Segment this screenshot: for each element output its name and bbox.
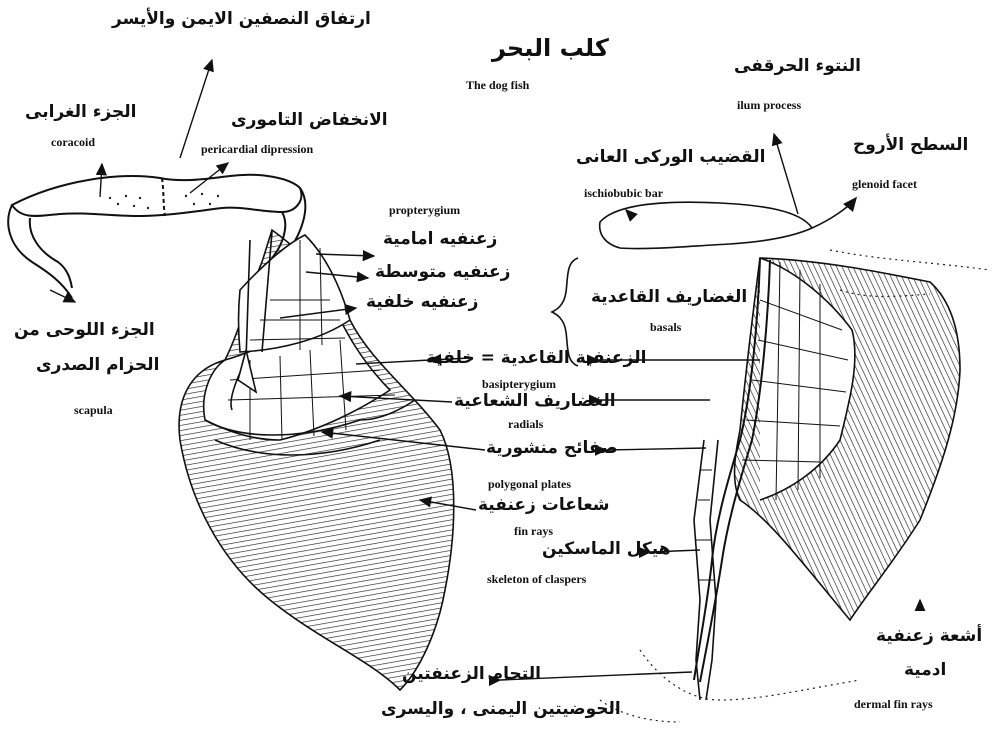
- label-coracoid-en: coracoid: [51, 136, 95, 148]
- leader-propterygium: [316, 254, 374, 256]
- label-claspers-ar: هيكل الماسكين: [542, 541, 671, 558]
- label-basals-en: basals: [650, 321, 681, 333]
- label-dermal-ar-line2: ادمية: [904, 662, 946, 679]
- label-symphysis-ar: ارتفاق النصفين الايمن والأيسر: [112, 11, 371, 28]
- label-scapula-en: scapula: [74, 404, 113, 416]
- label-pericardial-en: pericardial dipression: [201, 143, 313, 155]
- label-mesopterygium-ar: زعنفيه متوسطة: [375, 264, 510, 281]
- label-finrays-ar: شعاعات زعنفية: [478, 497, 610, 514]
- label-ischiopubic-en: ischiobubic bar: [584, 187, 663, 199]
- label-coracoid-ar: الجزء الغرابى: [25, 104, 136, 121]
- leader-ilium: [774, 134, 798, 214]
- label-propterygium-ar: زعنفيه امامية: [383, 231, 497, 248]
- label-propterygium-en: propterygium: [389, 204, 460, 216]
- label-finrays-en: fin rays: [514, 525, 553, 537]
- label-dermal-en: dermal fin rays: [854, 698, 933, 710]
- label-ischiopubic-ar: القضيب الوركى العانى: [576, 149, 765, 166]
- label-scapula-ar-line1: الجزء اللوحى من: [14, 322, 155, 339]
- label-basipterygium-en: basipterygium: [482, 378, 556, 390]
- label-basals-ar: الغضاريف القاعدية: [591, 289, 747, 306]
- label-claspers-en: skeleton of claspers: [487, 573, 586, 585]
- label-radials-en: radials: [508, 418, 543, 430]
- label-polygonal-en: polygonal plates: [488, 478, 571, 490]
- label-glenoid-en: glenoid facet: [852, 178, 917, 190]
- label-glenoid-ar: السطح الأروح: [853, 137, 968, 154]
- label-ilium-en: ilum process: [737, 99, 801, 111]
- label-metapterygium-ar: زعنفيه خلفية: [366, 294, 478, 311]
- label-polygonal-ar: صفائح منشورية: [486, 440, 618, 457]
- label-scapula-ar-line2: الحزام الصدرى: [36, 357, 159, 374]
- leader-polygonal-right: [606, 448, 706, 450]
- label-pericardial-ar: الانخفاض التامورى: [231, 112, 388, 129]
- title-arabic: كلب البحر: [492, 36, 609, 60]
- label-dermal-ar-line1: أشعة زعنفية: [876, 628, 982, 645]
- label-fusion-ar-line1: التحام الزعنفتين: [402, 666, 541, 683]
- label-basipterygium-ar: الزعنفية القاعدية = خلفية: [426, 350, 646, 367]
- title-english: The dog fish: [466, 79, 529, 91]
- label-fusion-ar-line2: الحوضيتين اليمنى ، واليسرى: [381, 701, 621, 718]
- label-ilium-ar: النتوء الحرقفى: [734, 58, 861, 75]
- label-radials-ar: الغضاريف الشعاعية: [454, 393, 616, 410]
